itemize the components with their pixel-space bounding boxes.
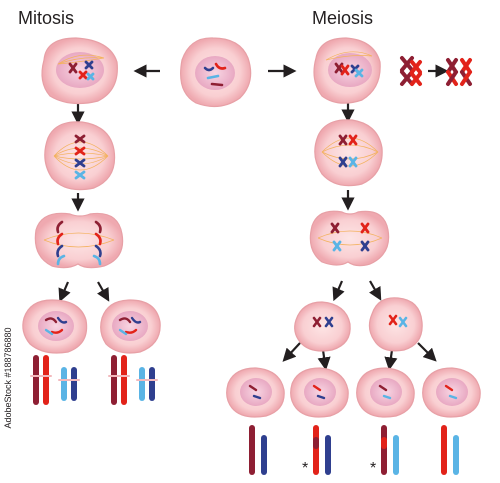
mitosis-daughter-cell-2 [100, 299, 161, 354]
homologous-pair-illustration [400, 56, 472, 86]
meiosis-i-daughter-cell-2 [368, 297, 423, 352]
mitosis-daughter-cell-1 [22, 299, 88, 354]
gamete-chromosome-set-4 [441, 425, 459, 475]
gamete-cell-4 [422, 367, 481, 418]
meiosis-prophase-cell [313, 37, 381, 104]
gamete-chromosome-set-3 [381, 425, 399, 475]
parent-cell [180, 37, 252, 108]
mitosis-prophase-cell [41, 37, 118, 105]
mitosis-chromosome-set-1 [30, 355, 80, 405]
meiosis-i-daughter-cell-1 [294, 301, 351, 352]
meiosis-anaphase-cell [309, 210, 390, 267]
marker-asterisk-1: * [302, 460, 309, 477]
gamete-chromosome-set-1 [249, 425, 267, 475]
mitosis-anaphase-cell [34, 212, 124, 269]
mitosis-title: Mitosis [18, 8, 75, 28]
meiosis-metaphase-cell [314, 119, 383, 187]
mitosis-metaphase-cell [44, 121, 116, 191]
marker-asterisk-2: * [370, 460, 377, 477]
mitosis-chromosome-set-2 [108, 355, 158, 405]
gamete-cell-2 [290, 367, 349, 418]
meiosis-title: Meiosis [312, 8, 374, 28]
gamete-cell-3 [356, 367, 415, 418]
gamete-chromosome-set-2 [313, 425, 331, 475]
gamete-cell-1 [226, 367, 285, 418]
flow-arrows [58, 64, 449, 371]
